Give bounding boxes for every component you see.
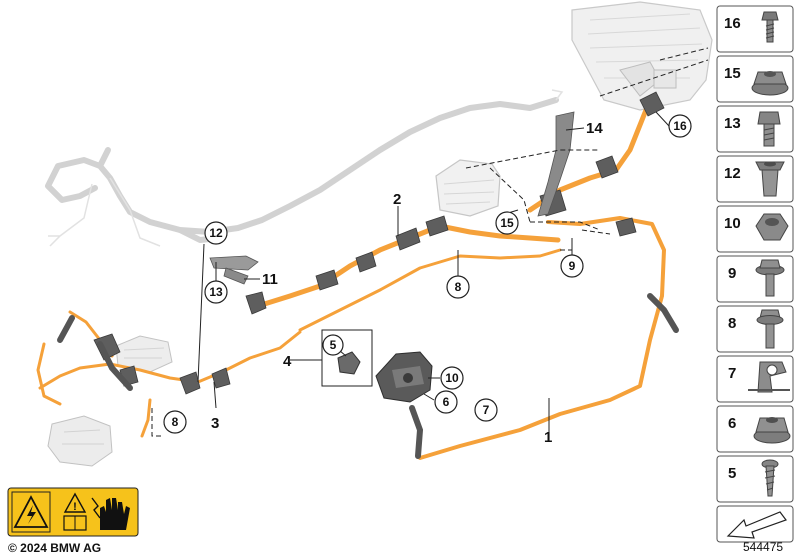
parts-panel-item-8-label: 8 [728, 315, 736, 332]
parts-panel-item-13[interactable]: 13 [716, 105, 794, 153]
circle-callout-12: 12 [204, 221, 228, 245]
rubber-sleeves [57, 293, 679, 459]
circle-callout-7-label: 7 [483, 403, 490, 417]
callout-3: 3 [211, 415, 219, 432]
parts-panel-item-7-label: 7 [728, 365, 736, 382]
callout-2: 2 [393, 191, 401, 208]
circle-callout-15-label: 15 [500, 216, 514, 230]
parts-panel-item-13-label: 13 [724, 115, 741, 132]
circle-callout-6: 6 [434, 390, 458, 414]
parts-panel-item-10[interactable]: 10 [716, 205, 794, 253]
parts-panel-item-6[interactable]: 6 [716, 405, 794, 453]
svg-text:!: ! [73, 501, 77, 513]
circle-callout-10-label: 10 [445, 371, 459, 385]
parts-panel-item-10-label: 10 [724, 215, 741, 232]
flange-bolt-long-icon [756, 309, 784, 349]
circle-callout-13: 13 [204, 280, 228, 304]
group-4-box [321, 329, 373, 387]
callout-11: 11 [262, 271, 278, 288]
circle-callout-7: 7 [474, 398, 498, 422]
parts-panel-item-12[interactable]: 12 [716, 155, 794, 203]
circle-callout-15: 15 [495, 211, 519, 235]
hv-cable-bundle [36, 97, 666, 460]
parts-panel-item-16[interactable]: 16 [716, 5, 794, 53]
circle-callout-9: 9 [560, 254, 584, 278]
sleeve-icon [755, 161, 785, 197]
circle-callout-6-label: 6 [443, 395, 450, 409]
circle-callout-8-upper: 8 [446, 275, 470, 299]
circle-callout-16: 16 [668, 114, 692, 138]
parts-panel: 16 15 13 [716, 5, 794, 543]
screw-icon [761, 459, 779, 497]
harness-clips [93, 91, 665, 395]
circle-callout-12-label: 12 [209, 226, 223, 240]
hex-bolt-icon [757, 111, 781, 147]
parts-panel-item-9-label: 9 [728, 265, 736, 282]
parts-panel-item-9[interactable]: 9 [716, 255, 794, 303]
forward-arrow-icon [726, 511, 787, 539]
bracket-14 [537, 111, 575, 217]
long-bolt-icon [761, 11, 779, 43]
converter-unit-ghost [435, 159, 501, 217]
callout-1: 1 [544, 429, 552, 446]
circle-callout-5-label: 5 [330, 338, 337, 352]
socket-unit-ghost [47, 415, 113, 467]
circle-callout-5: 5 [322, 334, 344, 356]
parts-panel-item-15-label: 15 [724, 65, 741, 82]
hex-nut-icon [755, 213, 789, 241]
spring-nut-icon [753, 417, 791, 444]
cable-clip-icon [748, 361, 790, 393]
callout-14: 14 [586, 120, 603, 137]
drive-unit-ghost [571, 1, 713, 111]
parts-panel-item-6-label: 6 [728, 415, 736, 432]
circle-callout-8-lower-label: 8 [172, 415, 179, 429]
callout-4: 4 [283, 353, 292, 370]
parts-panel-item-8[interactable]: 8 [716, 305, 794, 353]
parts-panel-item-5[interactable]: 5 [716, 455, 794, 503]
circle-callout-8-lower: 8 [163, 410, 187, 434]
parts-panel-item-7[interactable]: 7 [716, 355, 794, 403]
copyright-notice: © 2024 BMW AG [8, 541, 101, 555]
circle-callout-10: 10 [440, 366, 464, 390]
reference-lines [151, 47, 709, 437]
parts-panel-item-16-label: 16 [724, 15, 741, 32]
circle-callout-16-label: 16 [673, 119, 687, 133]
circle-callout-13-label: 13 [209, 285, 223, 299]
parts-panel-item-5-label: 5 [728, 465, 736, 482]
bracket-11 [209, 255, 259, 285]
ghost-chassis-outline [48, 89, 564, 247]
distributor-unit [375, 351, 433, 403]
flange-nut-icon [751, 71, 789, 96]
circle-callout-9-label: 9 [569, 259, 576, 273]
direction-arrow-panel[interactable] [716, 505, 794, 543]
diagram-number: 544475 [743, 540, 783, 554]
circle-callout-8-upper-label: 8 [455, 280, 462, 294]
parts-panel-item-12-label: 12 [724, 165, 741, 182]
flange-bolt-icon [755, 259, 785, 297]
hv-warning-label: ! [7, 487, 139, 537]
parts-panel-item-15[interactable]: 15 [716, 55, 794, 103]
